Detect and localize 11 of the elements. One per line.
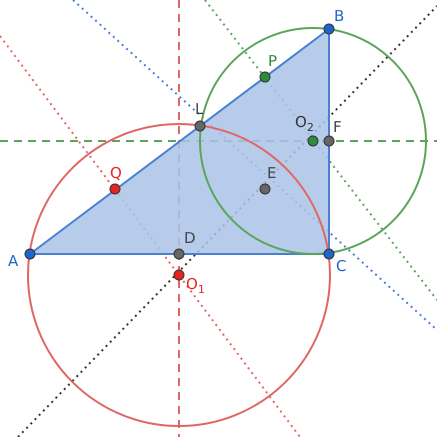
point-label: P <box>268 53 278 70</box>
point-label: A <box>8 253 18 270</box>
point-label: F <box>333 119 342 136</box>
point-label: O$_{1}$ <box>186 276 205 298</box>
point-label: C <box>336 258 346 275</box>
point-label: O$_{2}$ <box>295 114 314 136</box>
point-label: E <box>267 165 276 182</box>
point-label: L <box>195 101 204 118</box>
point-label: B <box>334 8 344 25</box>
point-label: D <box>184 230 196 247</box>
point-label: Q <box>110 165 122 182</box>
